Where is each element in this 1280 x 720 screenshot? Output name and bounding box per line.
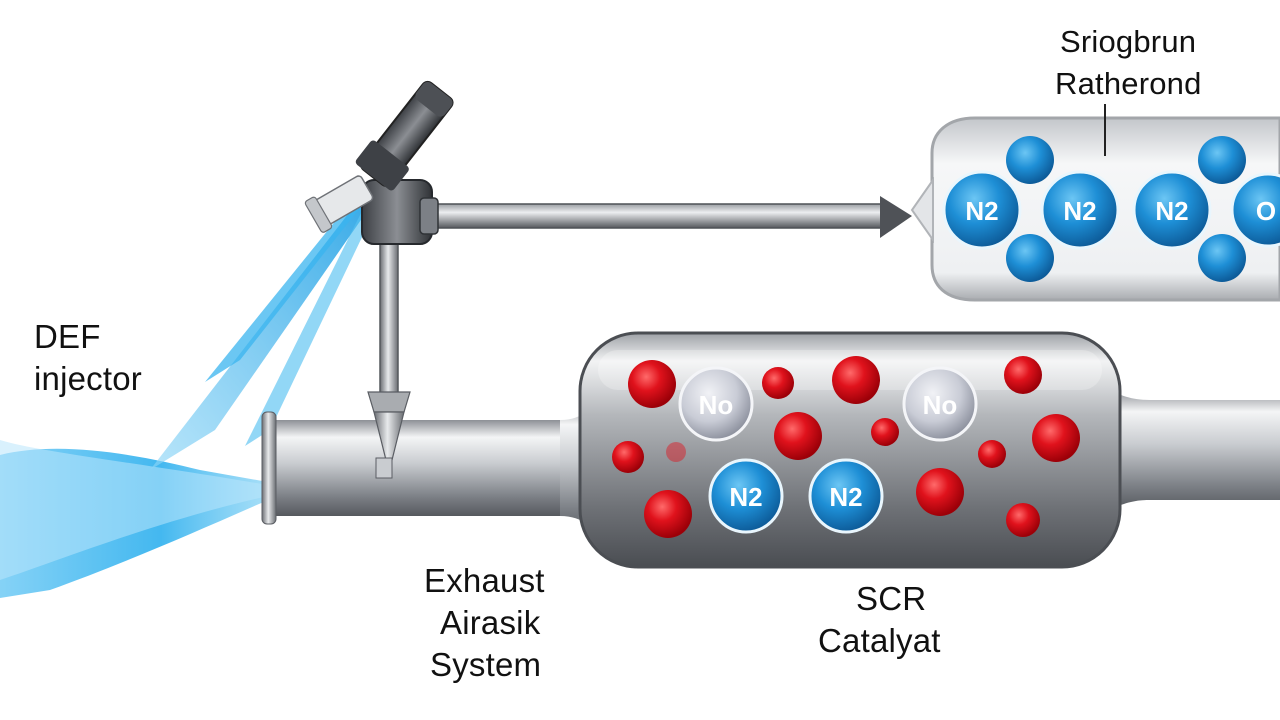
exhaust-outlet-pipe [1100, 390, 1280, 510]
nox-molecule-label: No [699, 390, 734, 420]
red-particle [644, 490, 692, 538]
catalyst-particles: No No N2 N2 [612, 356, 1080, 538]
output-molecule: N2 [1132, 170, 1212, 250]
small-blue-particle [1198, 234, 1246, 282]
exhaust-system-label-line2: Airasik [440, 604, 541, 641]
red-particle [1032, 414, 1080, 462]
output-molecule: O [1230, 172, 1280, 248]
red-particle [1006, 503, 1040, 537]
red-particle [612, 441, 644, 473]
exhaust-system-label-line3: System [430, 646, 542, 683]
n2-molecule-label: N2 [829, 482, 862, 512]
n2-molecule: N2 [808, 458, 884, 534]
small-blue-particle [1006, 234, 1054, 282]
red-particle [628, 360, 676, 408]
def-injector-body [304, 80, 454, 245]
red-particle [762, 367, 794, 399]
red-particle [832, 356, 880, 404]
n2-molecule-label: N2 [729, 482, 762, 512]
output-molecules: N2 N2 N2 O [942, 136, 1280, 282]
def-spray [0, 193, 374, 598]
red-particle [916, 468, 964, 516]
nox-molecule: No [678, 366, 754, 442]
output-molecule-label: N2 [1063, 196, 1096, 226]
scr-catalyst-label-line1: SCR [856, 580, 927, 617]
output-molecule-label: N2 [965, 196, 998, 226]
small-blue-particle [1006, 136, 1054, 184]
def-injector-label-line2: injector [34, 360, 142, 397]
red-particle [871, 418, 899, 446]
def-injector-label-line1: DEF [34, 318, 101, 355]
top-right-label-line1: Sriogbrun [1060, 24, 1197, 59]
flow-arrow [429, 196, 912, 238]
red-particle [1004, 356, 1042, 394]
output-molecule: N2 [1040, 170, 1120, 250]
nox-molecule: No [902, 366, 978, 442]
red-particle [978, 440, 1006, 468]
top-right-label-line2: Ratherond [1055, 66, 1202, 101]
scr-catalyst-label-line2: Catalyat [818, 622, 941, 659]
red-particle [774, 412, 822, 460]
nox-molecule-label: No [923, 390, 958, 420]
small-blue-particle [1198, 136, 1246, 184]
output-molecule: N2 [942, 170, 1022, 250]
output-molecule-label: N2 [1155, 196, 1188, 226]
n2-molecule: N2 [708, 458, 784, 534]
red-particle [666, 442, 686, 462]
exhaust-pipe [261, 400, 610, 536]
exhaust-system-label-line1: Exhaust [424, 562, 545, 599]
output-molecule-label: O [1256, 196, 1276, 226]
